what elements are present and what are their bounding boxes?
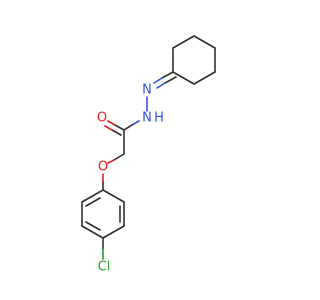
atom-label-n-imine: N (142, 83, 152, 98)
molecule-structure: N N H O O Cl (81, 35, 216, 275)
methylene-ether-bond (107, 153, 125, 164)
cyclohexylidene-ring (172, 35, 216, 85)
imine-double-bond (153, 71, 177, 89)
atom-label-chlorine: Cl (98, 260, 111, 275)
atom-label-n-hydrazide: N (142, 111, 152, 126)
ring-bond (193, 35, 216, 49)
amide-n-c-bond (123, 120, 140, 131)
atom-label-o-ether: O (98, 160, 108, 175)
ring-bond (172, 35, 195, 49)
carbonyl-double-bond (104, 120, 125, 136)
atom-label-o-carbonyl: O (97, 111, 107, 126)
benzene-ring (81, 189, 125, 239)
ring-bond (193, 71, 216, 85)
ring-bond (172, 71, 195, 85)
atom-label-h-hydrazide: H (154, 111, 164, 126)
